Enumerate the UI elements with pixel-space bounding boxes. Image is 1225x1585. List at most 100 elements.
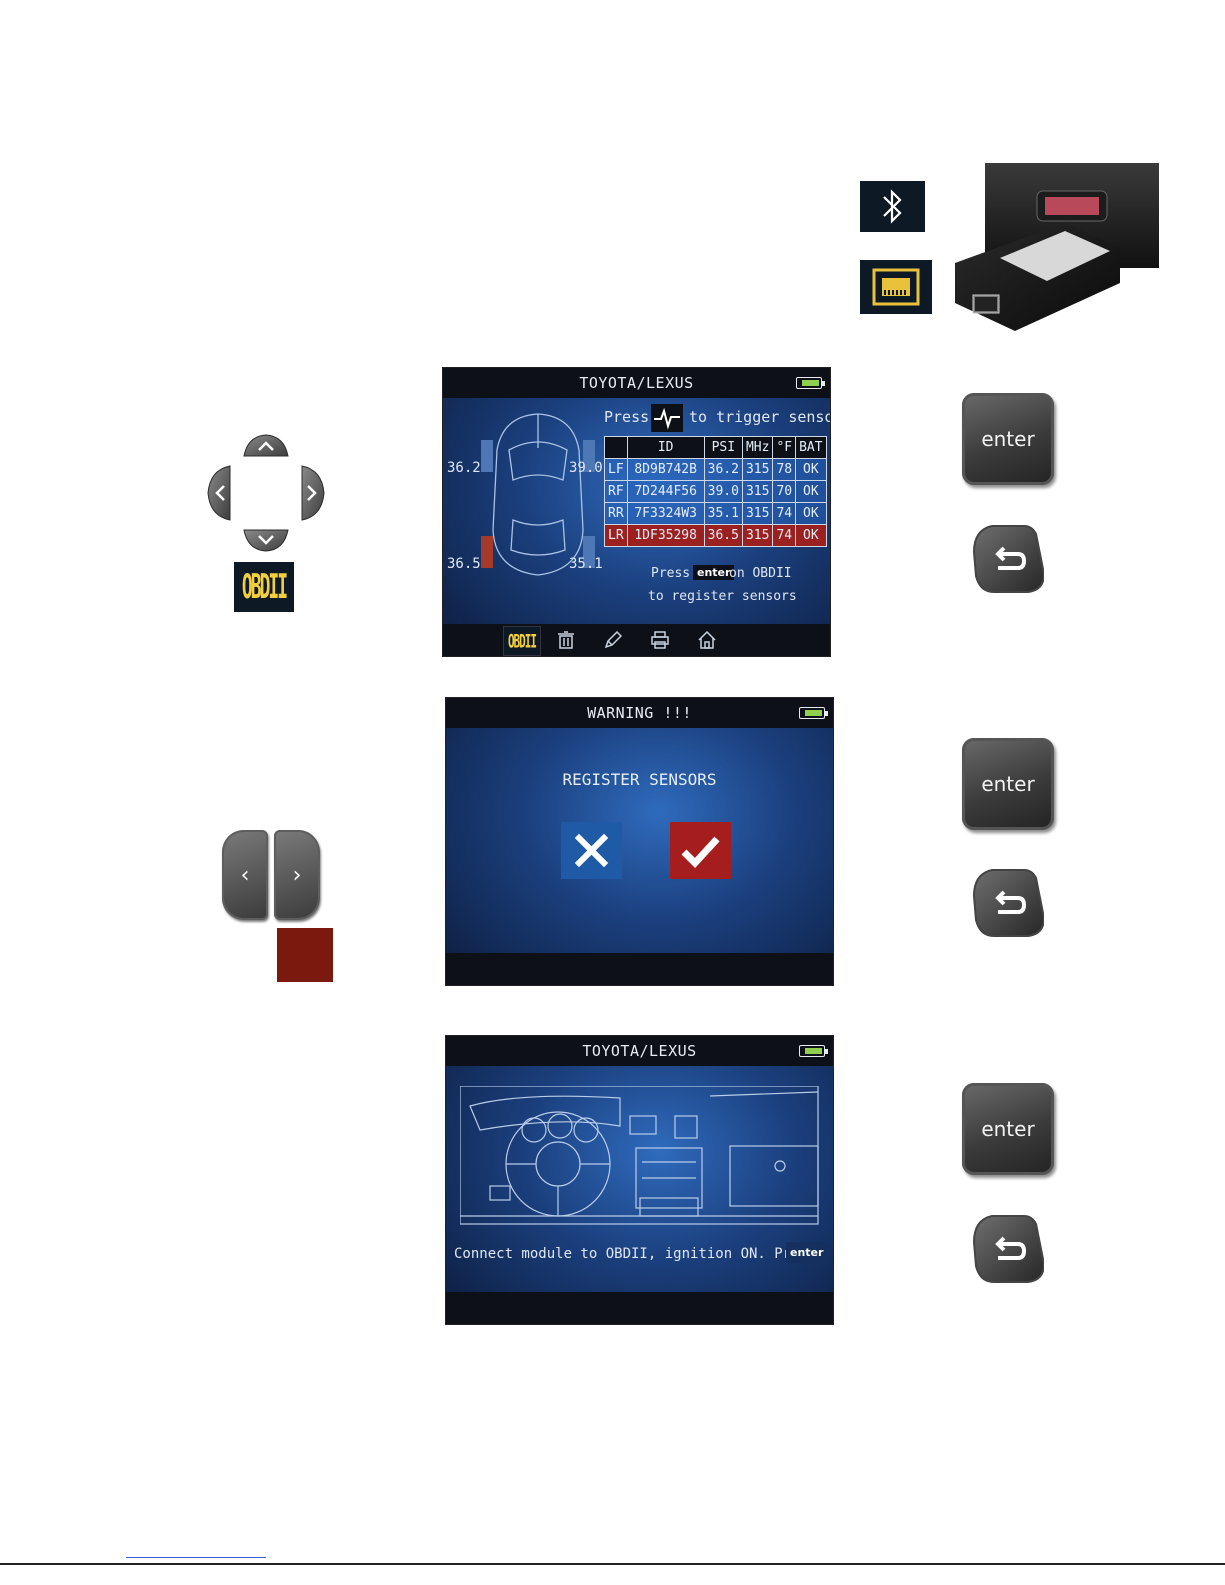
table-cell: RR [604, 502, 628, 525]
enter-key[interactable]: enter [962, 738, 1054, 830]
dpad-up-button[interactable] [243, 434, 289, 457]
table-cell: OK [795, 480, 827, 503]
table-cell: LR [604, 524, 628, 547]
return-arrow-icon [995, 1236, 1027, 1260]
bluetooth-icon [860, 181, 925, 232]
battery-icon [799, 707, 828, 719]
table-cell: 8D9B742B [626, 458, 705, 481]
table-cell: 1DF35298 [626, 524, 705, 547]
enter-key-hint: enter [786, 1242, 828, 1263]
return-arrow-icon [995, 890, 1027, 914]
connect-module-screen: TOYOTA/LEXUS Connect module to OBDII, ig… [446, 1036, 833, 1324]
table-row[interactable]: RR 7F3324W3 35.1 315 74 OK [604, 502, 827, 525]
back-key[interactable] [972, 1214, 1044, 1284]
register-hint-suffix: on OBDII [729, 566, 792, 581]
table-header-row: ID PSI MHz °F BAT [604, 436, 827, 459]
battery-icon [799, 1045, 828, 1057]
pressure-lf: 36.2 [447, 460, 481, 476]
table-cell: 7D244F56 [626, 480, 705, 503]
dpad-left-button[interactable] [207, 465, 231, 521]
table-cell: 36.5 [703, 524, 743, 547]
obd-icon-label: OBDII [241, 567, 288, 607]
table-header: BAT [795, 436, 827, 459]
screen-title: TOYOTA/LEXUS [579, 374, 694, 392]
table-cell: 39.0 [703, 480, 743, 503]
screen-title: TOYOTA/LEXUS [582, 1042, 697, 1060]
table-header [604, 436, 628, 459]
right-arrow-button[interactable]: › [274, 830, 320, 920]
screen-title: WARNING !!! [587, 704, 692, 722]
table-cell: OK [795, 524, 827, 547]
table-cell: 315 [741, 502, 774, 525]
table-cell: 315 [741, 480, 774, 503]
checkmark-icon [681, 836, 720, 869]
screen-title-bar: TOYOTA/LEXUS [446, 1036, 833, 1066]
table-cell: 36.2 [703, 458, 743, 481]
back-key[interactable] [972, 868, 1044, 938]
home-icon[interactable] [697, 630, 717, 650]
obd-icon: OBDII [234, 562, 294, 612]
screen-title-bar: TOYOTA/LEXUS [443, 368, 830, 398]
obd-module-photo [945, 163, 1159, 335]
trigger-sensor-icon [651, 404, 683, 432]
close-icon [574, 833, 609, 868]
sensor-table: ID PSI MHz °F BAT LF 8D9B742B 36.2 315 7… [604, 436, 827, 547]
register-hint-prefix: Press [651, 566, 691, 581]
table-cell: 74 [772, 502, 797, 525]
page-bottom-rule [0, 1563, 1225, 1565]
confirm-button[interactable] [670, 822, 731, 879]
table-cell: 315 [741, 458, 774, 481]
trigger-instruction-prefix: Press [604, 408, 650, 426]
trash-icon[interactable] [556, 630, 576, 650]
selection-color-swatch [277, 928, 333, 982]
screen-bottom-bar [446, 1292, 833, 1324]
table-cell: LF [604, 458, 628, 481]
footnote-link-rule [126, 1557, 266, 1558]
dpad-down-button[interactable] [243, 529, 289, 552]
table-cell: 7F3324W3 [626, 502, 705, 525]
table-cell: 78 [772, 458, 797, 481]
toolbar-obd-label: OBDII [507, 629, 537, 653]
return-arrow-icon [995, 546, 1027, 570]
table-header: PSI [703, 436, 743, 459]
screen-toolbar: OBDII [443, 624, 830, 656]
dashboard-illustration [460, 1086, 819, 1225]
table-header: ID [626, 436, 705, 459]
screen-bottom-bar [446, 953, 833, 985]
pressure-rr: 35.1 [569, 556, 603, 572]
toolbar-obd-button[interactable]: OBDII [503, 626, 541, 656]
screen-title-bar: WARNING !!! [446, 698, 833, 728]
table-cell: 315 [741, 524, 774, 547]
ethernet-port-icon [860, 260, 932, 314]
pressure-rf: 39.0 [569, 460, 603, 476]
table-row-selected[interactable]: LR 1DF35298 36.5 315 74 OK [604, 524, 827, 547]
table-cell: OK [795, 502, 827, 525]
table-cell: RF [604, 480, 628, 503]
battery-icon [796, 377, 825, 389]
register-hint-line2: to register sensors [648, 589, 797, 604]
table-header: MHz [741, 436, 774, 459]
printer-icon[interactable] [650, 630, 670, 650]
enter-key[interactable]: enter [962, 1083, 1054, 1175]
cancel-button[interactable] [561, 822, 622, 879]
table-row[interactable]: RF 7D244F56 39.0 315 70 OK [604, 480, 827, 503]
sensor-screen: TOYOTA/LEXUS 36.2 39.0 36.5 35.1 Press t… [443, 368, 830, 656]
car-topview-icon [481, 413, 595, 576]
pencil-icon[interactable] [603, 630, 623, 650]
enter-key-hint: enter [693, 565, 735, 580]
table-cell: 74 [772, 524, 797, 547]
table-cell: 35.1 [703, 502, 743, 525]
dpad-right-button[interactable] [301, 465, 325, 521]
connect-instruction: Connect module to OBDII, ignition ON. Pr… [454, 1246, 817, 1262]
pressure-lr: 36.5 [447, 556, 481, 572]
table-row[interactable]: LF 8D9B742B 36.2 315 78 OK [604, 458, 827, 481]
table-cell: 70 [772, 480, 797, 503]
left-arrow-button[interactable]: ‹ [222, 830, 268, 920]
enter-key[interactable]: enter [962, 393, 1054, 485]
table-header: °F [772, 436, 797, 459]
warning-message: REGISTER SENSORS [562, 770, 717, 789]
dpad [204, 432, 328, 554]
table-cell: OK [795, 458, 827, 481]
back-key[interactable] [972, 524, 1044, 594]
warning-screen: WARNING !!! REGISTER SENSORS [446, 698, 833, 985]
